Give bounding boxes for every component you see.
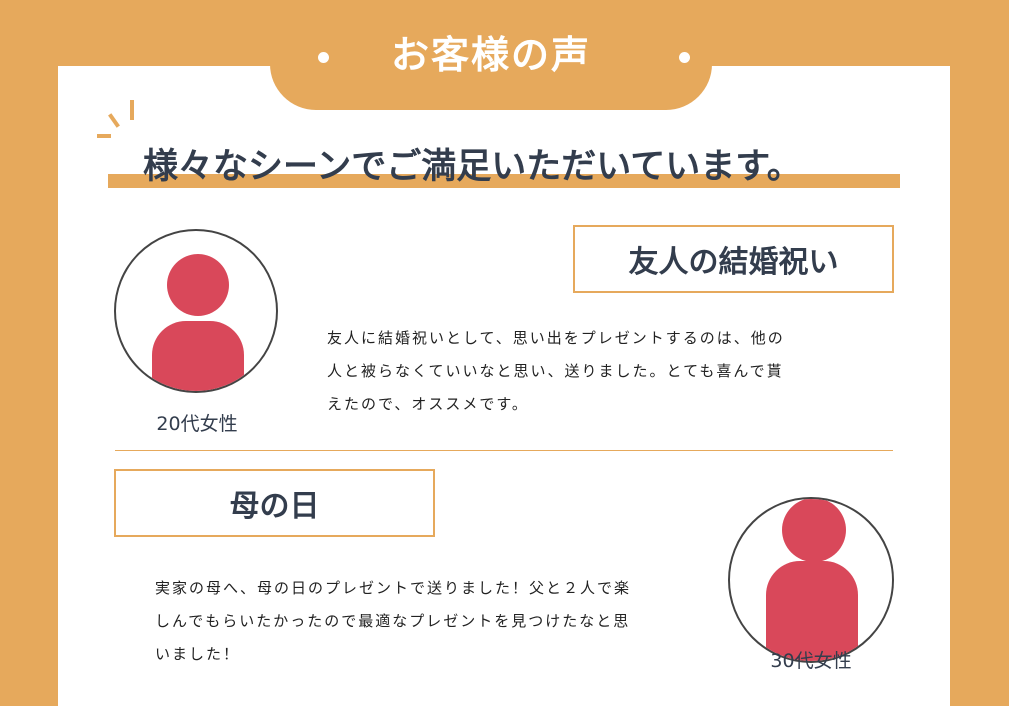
person-head-icon <box>167 254 229 316</box>
text-line: えたので、オススメです。 <box>327 395 529 413</box>
divider <box>115 450 893 451</box>
avatar <box>728 497 894 663</box>
testimonial-text: 友人に結婚祝いとして、思い出をプレゼントするのは、他の 人と被らなくていいなと思… <box>327 322 785 421</box>
person-head-icon <box>782 499 846 562</box>
text-line: 実家の母へ、母の日のプレゼントで送りました！父と２人で楽 <box>155 579 632 597</box>
text-line: 人と被らなくていいなと思い、送りました。とても喜んで貰 <box>327 362 784 380</box>
text-line: いました！ <box>155 645 241 663</box>
person-body-icon <box>766 561 858 661</box>
avatar <box>114 229 278 393</box>
bullet-dot <box>318 52 329 63</box>
header-tab: お客様の声 <box>270 0 712 110</box>
testimonial-text: 実家の母へ、母の日のプレゼントで送りました！父と２人で楽 しんでもらいたかったの… <box>155 572 631 671</box>
testimonial-title: 母の日 <box>114 469 435 537</box>
page-title: お客様の声 <box>390 33 591 77</box>
text-line: しんでもらいたかったので最適なプレゼントを見つけたなと思 <box>155 612 631 630</box>
person-body-icon <box>152 321 244 391</box>
heading-underline <box>108 174 900 188</box>
testimonial-title: 友人の結婚祝い <box>573 225 894 293</box>
person-label: 20代女性 <box>156 413 238 435</box>
text-line: 友人に結婚祝いとして、思い出をプレゼントするのは、他の <box>327 329 785 347</box>
bullet-dot <box>679 52 690 63</box>
person-label: 30代女性 <box>770 650 852 672</box>
section-heading: 様々なシーンでご満足いただいています。 <box>143 147 802 187</box>
